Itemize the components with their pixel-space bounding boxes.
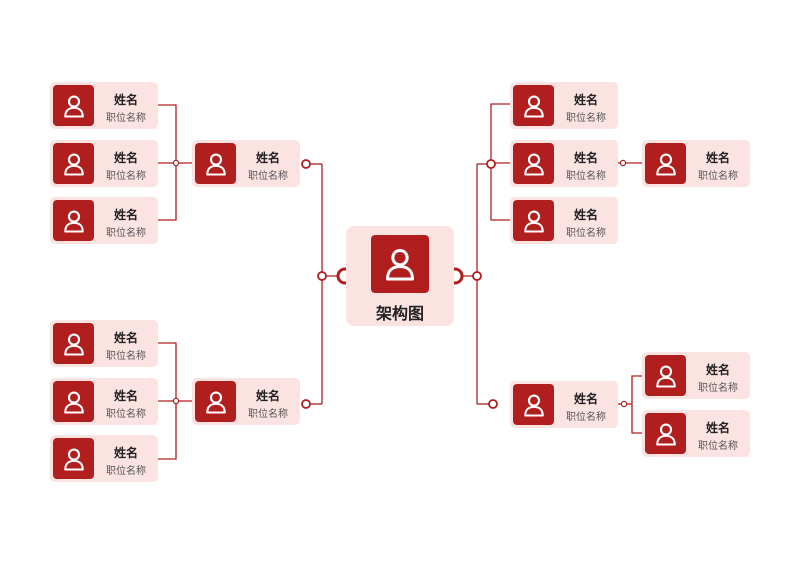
right-bottom-dot-small <box>620 400 628 408</box>
person-icon <box>63 152 84 176</box>
node-title: 职位名称 <box>106 466 146 477</box>
avatar <box>53 438 94 479</box>
left-top-child-node[interactable]: 姓名职位名称 <box>50 140 158 187</box>
node-name: 姓名 <box>113 151 138 165</box>
node-title: 职位名称 <box>698 383 738 394</box>
left-bottom-parent-node[interactable]: 姓名职位名称 <box>192 378 300 425</box>
right-bottom-parent-node[interactable]: 姓名职位名称 <box>510 381 618 428</box>
avatar <box>645 355 686 396</box>
node-title: 职位名称 <box>106 409 146 420</box>
center-avatar <box>371 235 429 293</box>
node-title: 职位名称 <box>248 171 288 182</box>
right-top-dot <box>486 159 496 169</box>
avatar <box>53 323 94 364</box>
node-title: 职位名称 <box>248 409 288 420</box>
avatar <box>195 381 236 422</box>
avatar <box>53 200 94 241</box>
node-title: 职位名称 <box>566 171 606 182</box>
person-icon <box>655 422 676 446</box>
avatar <box>513 85 554 126</box>
node-title: 职位名称 <box>106 228 146 239</box>
node-title: 职位名称 <box>106 351 146 362</box>
avatar <box>513 384 554 425</box>
right-top-sub-node[interactable]: 姓名职位名称 <box>642 140 750 187</box>
avatar <box>513 143 554 184</box>
node-name: 姓名 <box>573 392 598 406</box>
node-name: 姓名 <box>255 151 280 165</box>
avatar <box>195 143 236 184</box>
left-bottom-child-node[interactable]: 姓名职位名称 <box>50 435 158 482</box>
node-title: 职位名称 <box>566 412 606 423</box>
right-bottom-child-node[interactable]: 姓名职位名称 <box>642 410 750 457</box>
node-title: 职位名称 <box>106 171 146 182</box>
node-name: 姓名 <box>113 208 138 222</box>
left-top-child-node[interactable]: 姓名职位名称 <box>50 82 158 129</box>
avatar <box>53 85 94 126</box>
right-spine-dot <box>472 271 482 281</box>
person-icon <box>523 152 544 176</box>
left-bottom-dot <box>301 399 311 409</box>
left-bottom-child-node[interactable]: 姓名职位名称 <box>50 378 158 425</box>
node-title: 职位名称 <box>698 171 738 182</box>
person-icon <box>63 94 84 118</box>
node-name: 姓名 <box>573 151 598 165</box>
right-top-node[interactable]: 姓名职位名称 <box>510 140 618 187</box>
left-top-bracket-dot <box>172 159 180 167</box>
node-name: 姓名 <box>573 208 598 222</box>
person-icon <box>386 248 414 281</box>
node-name: 姓名 <box>705 363 730 377</box>
node-name: 姓名 <box>705 421 730 435</box>
center-node[interactable]: 架构图 <box>346 226 454 326</box>
person-icon <box>523 393 544 417</box>
avatar <box>53 143 94 184</box>
node-title: 职位名称 <box>698 441 738 452</box>
right-bottom-dot <box>488 399 498 409</box>
node-name: 姓名 <box>113 93 138 107</box>
node-title: 职位名称 <box>566 113 606 124</box>
center-label: 架构图 <box>375 304 424 323</box>
person-icon <box>205 152 226 176</box>
right-bottom-child-bracket <box>631 375 642 434</box>
node-name: 姓名 <box>255 389 280 403</box>
person-icon <box>63 209 84 233</box>
right-top-node[interactable]: 姓名职位名称 <box>510 82 618 129</box>
person-icon <box>63 332 84 356</box>
person-icon <box>655 152 676 176</box>
node-name: 姓名 <box>705 151 730 165</box>
node-name: 姓名 <box>113 446 138 460</box>
avatar <box>513 200 554 241</box>
avatar <box>645 143 686 184</box>
right-top-sub-dot <box>619 159 627 167</box>
left-bottom-child-node[interactable]: 姓名职位名称 <box>50 320 158 367</box>
person-icon <box>63 390 84 414</box>
left-bottom-bracket-dot <box>172 397 180 405</box>
left-top-parent-node[interactable]: 姓名职位名称 <box>192 140 300 187</box>
right-bottom-child-node[interactable]: 姓名职位名称 <box>642 352 750 399</box>
person-icon <box>63 447 84 471</box>
node-title: 职位名称 <box>106 113 146 124</box>
left-top-child-node[interactable]: 姓名职位名称 <box>50 197 158 244</box>
avatar <box>53 381 94 422</box>
right-top-node[interactable]: 姓名职位名称 <box>510 197 618 244</box>
node-name: 姓名 <box>113 331 138 345</box>
avatar <box>645 413 686 454</box>
node-title: 职位名称 <box>566 228 606 239</box>
node-name: 姓名 <box>573 93 598 107</box>
left-spine-dot <box>317 271 327 281</box>
person-icon <box>523 209 544 233</box>
person-icon <box>655 364 676 388</box>
left-top-dot <box>301 159 311 169</box>
node-name: 姓名 <box>113 389 138 403</box>
person-icon <box>523 94 544 118</box>
person-icon <box>205 390 226 414</box>
